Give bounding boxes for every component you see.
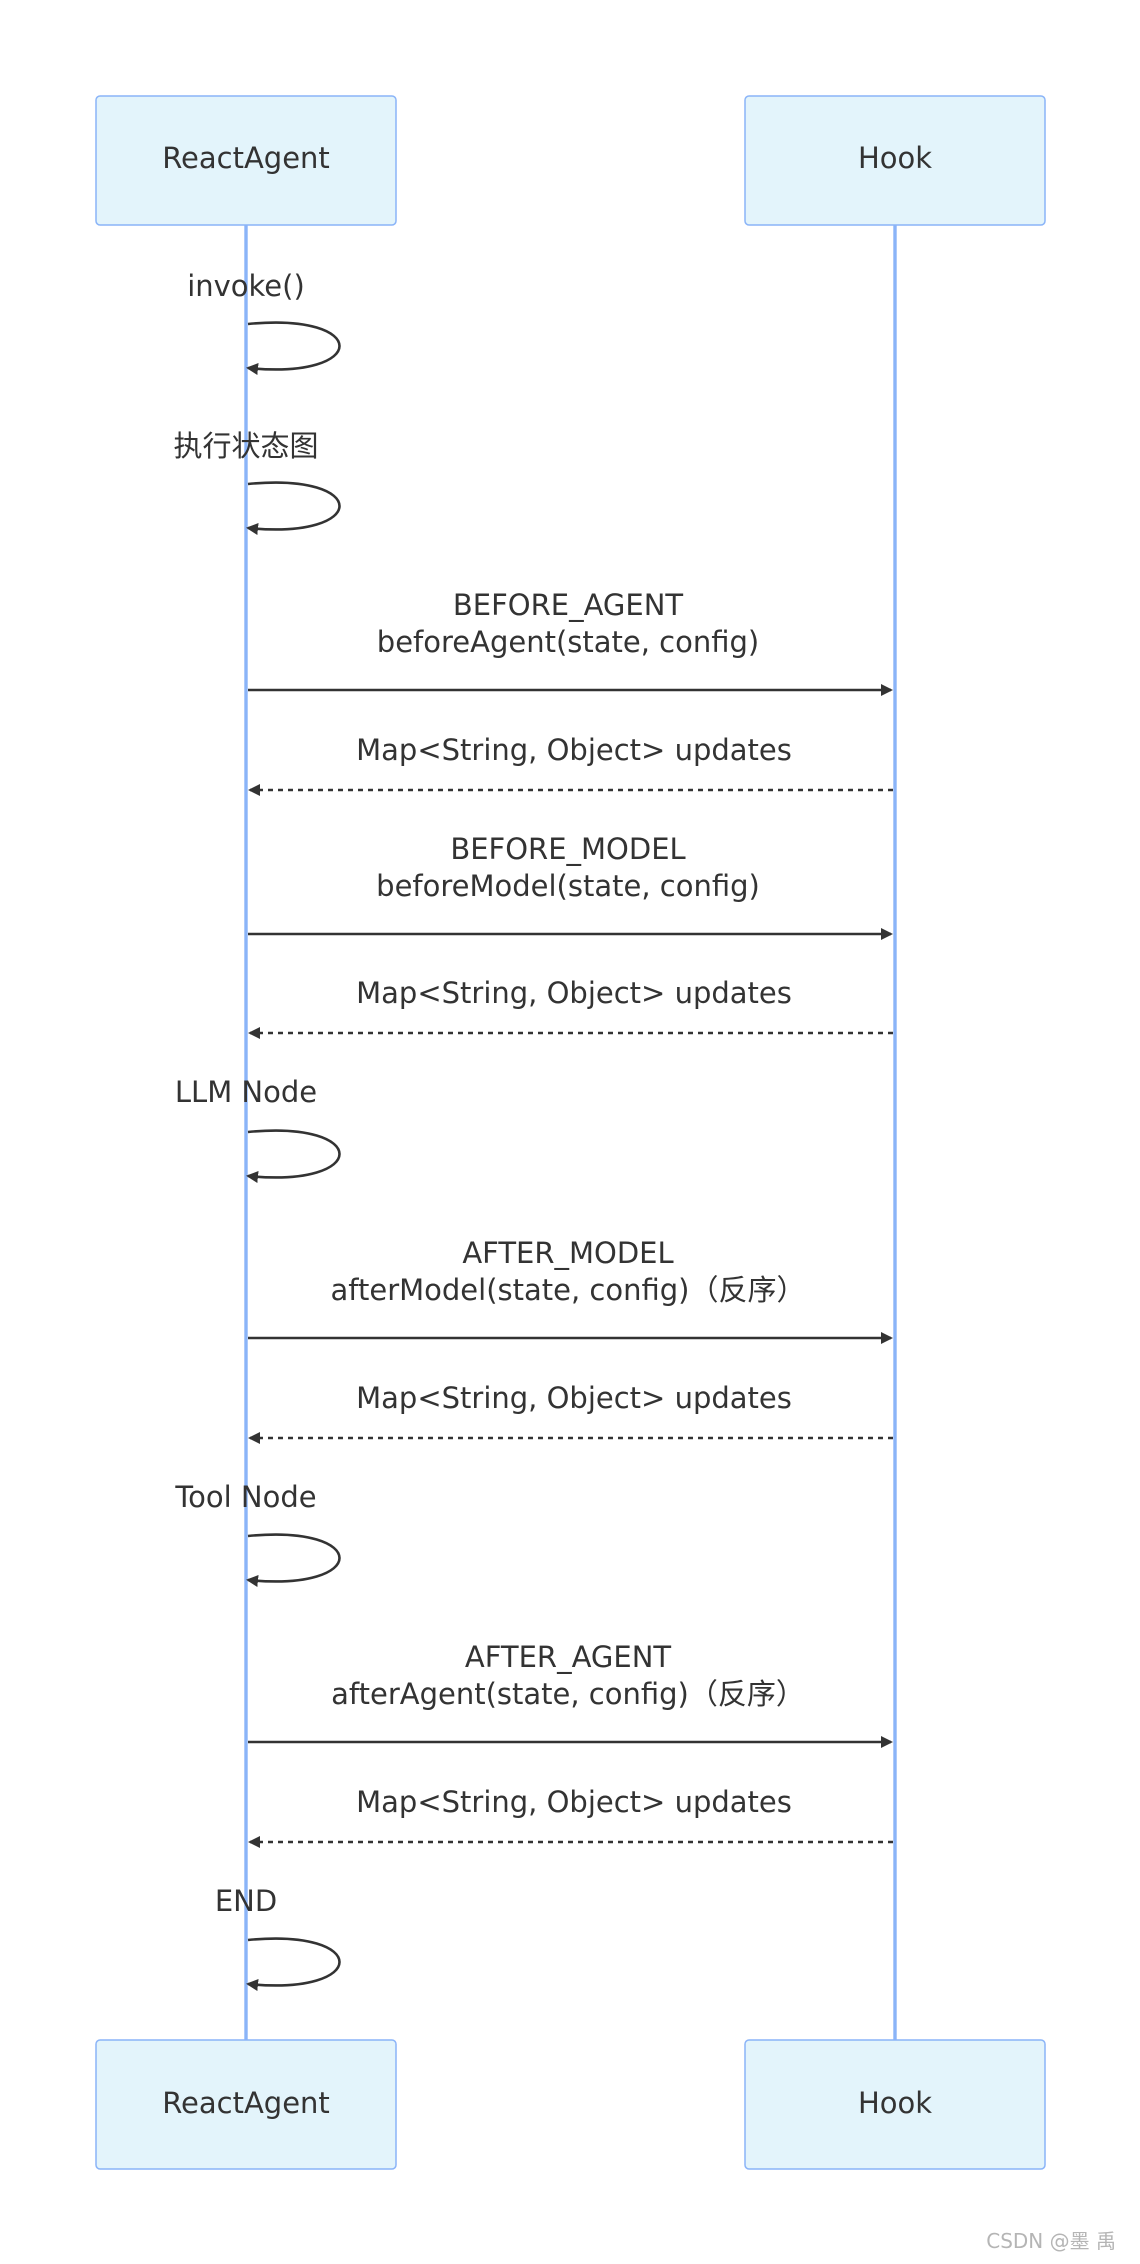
participant-reactagent-top: ReactAgent [95, 95, 397, 226]
participant-label: ReactAgent [162, 141, 330, 175]
message-label: invoke() [187, 269, 305, 303]
return-message-updates: Map<String, Object> updates [248, 733, 893, 796]
message-label-line1: BEFORE_AGENT [453, 588, 684, 622]
participant-hook-top: Hook [744, 95, 1046, 226]
message-label-line2: beforeModel(state, config) [376, 869, 760, 903]
self-message-end: END [215, 1884, 341, 1991]
self-message-llm-node: LLM Node [175, 1075, 341, 1183]
message-label: Map<String, Object> updates [356, 1381, 792, 1415]
message-label-line2: afterAgent(state, config)（反序） [331, 1677, 805, 1711]
message-before-model: BEFORE_MODEL beforeModel(state, config) [248, 832, 893, 940]
message-label-line1: BEFORE_MODEL [450, 832, 685, 866]
message-label: Tool Node [174, 1480, 316, 1514]
message-after-model: AFTER_MODEL afterModel(state, config)（反序… [248, 1236, 893, 1344]
return-message-updates: Map<String, Object> updates [248, 976, 893, 1039]
self-message-tool-node: Tool Node [174, 1480, 341, 1587]
message-label-line1: AFTER_MODEL [462, 1236, 673, 1270]
self-message-invoke: invoke() [187, 269, 341, 375]
participant-label: Hook [858, 2086, 932, 2120]
participant-label: Hook [858, 141, 932, 175]
message-label: Map<String, Object> updates [356, 1785, 792, 1819]
message-label: Map<String, Object> updates [356, 733, 792, 767]
participant-hook-bottom: Hook [744, 2039, 1046, 2170]
watermark: CSDN @墨 禹 [986, 2229, 1116, 2253]
participant-label: ReactAgent [162, 2086, 330, 2120]
return-message-updates: Map<String, Object> updates [248, 1381, 893, 1444]
message-before-agent: BEFORE_AGENT beforeAgent(state, config) [248, 588, 893, 696]
self-message-execute-state-graph: 执行状态图 [173, 429, 341, 535]
message-label-line2: beforeAgent(state, config) [377, 625, 759, 659]
message-label: 执行状态图 [173, 429, 318, 463]
message-label: Map<String, Object> updates [356, 976, 792, 1010]
participant-reactagent-bottom: ReactAgent [95, 2039, 397, 2170]
return-message-updates: Map<String, Object> updates [248, 1785, 893, 1848]
message-label-line1: AFTER_AGENT [465, 1640, 672, 1674]
message-label: LLM Node [175, 1075, 317, 1109]
message-label: END [215, 1884, 277, 1918]
message-after-agent: AFTER_AGENT afterAgent(state, config)（反序… [248, 1640, 893, 1748]
message-label-line2: afterModel(state, config)（反序） [331, 1273, 806, 1307]
